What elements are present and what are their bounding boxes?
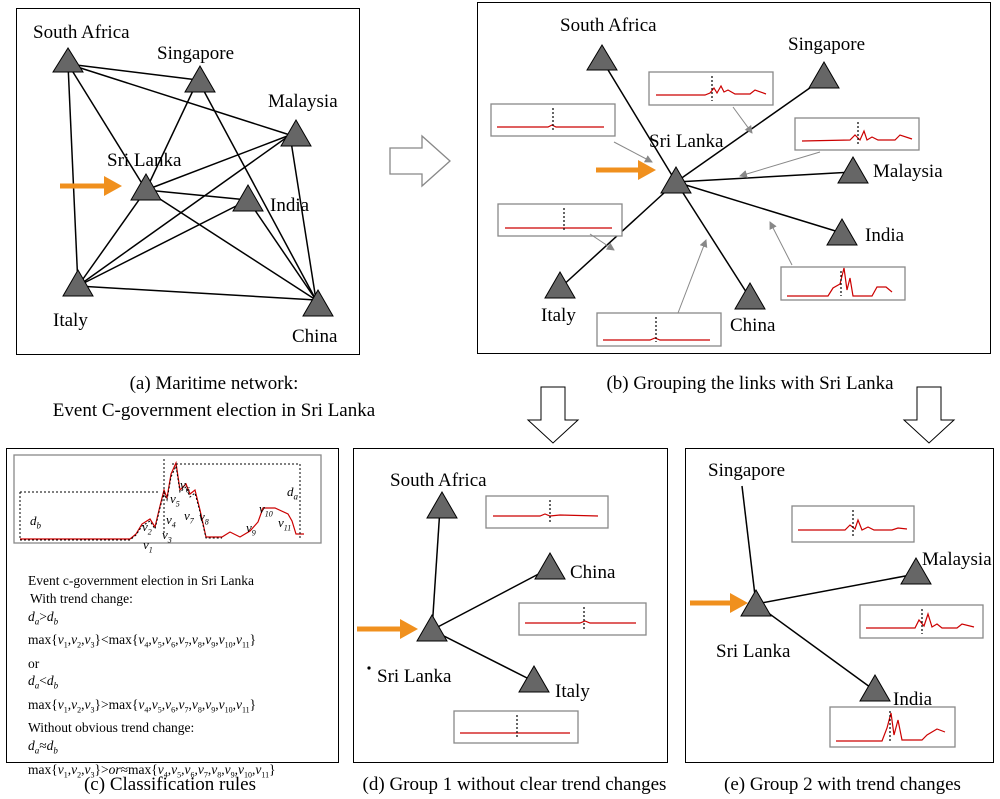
node-marker-singapore [184, 64, 216, 93]
node-label-sri-lanka-d: Sri Lanka [377, 666, 452, 687]
rule-max-gt: max{v1,v2,v3}>max{v4,v5,v6,v7,v8,v9,v10,… [28, 696, 257, 715]
caption-e: (e) Group 2 with trend changes [724, 774, 961, 795]
node-label-india: India [270, 195, 310, 216]
rule-title: Event c-government election in Sri Lanka [28, 573, 255, 588]
node-label-italy-d: Italy [555, 681, 590, 702]
label-db: db [30, 513, 41, 531]
label-v10: v10 [259, 501, 273, 519]
node-label-sri-lanka-b: Sri Lanka [649, 131, 724, 152]
panel-e-node-markers [740, 556, 932, 702]
node-label-china: China [292, 326, 338, 347]
node-marker-sri-lanka [130, 172, 162, 201]
panel-d-node-markers [416, 490, 566, 693]
node-label-china-b: China [730, 315, 776, 336]
classification-rules: Event c-government election in Sri Lanka… [28, 572, 276, 784]
caption-d: (d) Group 1 without clear trend changes [362, 774, 667, 795]
panel-b-focus-arrow [596, 160, 656, 180]
node-label-italy-b: Italy [541, 305, 576, 326]
node-label-south-africa-d: South Africa [390, 470, 487, 491]
rule-max-approx: max{v1,v2,v3}>or≈max{v4,v5,v6,v7,v8,v9,v… [28, 761, 276, 780]
label-v9: v9 [246, 520, 256, 538]
panel-d-sparkline-markers [516, 500, 585, 739]
flow-arrow-b-to-e [902, 386, 956, 444]
panel-e-sparkline-markers [852, 510, 923, 743]
panel-d-focus-arrow [357, 619, 418, 639]
caption-c: (c) Classification rules [83, 774, 256, 795]
node-label-singapore: Singapore [157, 43, 235, 64]
label-v5: v5 [170, 491, 180, 509]
panel-e-focus-arrow [690, 593, 748, 613]
rule-heading-with-trend: With trend change: [30, 590, 133, 606]
label-v3: v3 [162, 527, 172, 545]
node-label-malaysia-b: Malaysia [873, 161, 943, 182]
caption-a: (a) Maritime network: Event C-government… [20, 371, 408, 424]
node-label-south-africa-b: South Africa [560, 15, 657, 36]
node-label-malaysia-e: Malaysia [922, 549, 992, 570]
label-v11: v11 [278, 515, 292, 533]
flow-arrow-a-to-b [389, 134, 451, 188]
rule-da-lt-db: da<db [28, 673, 59, 692]
label-v8: v8 [199, 509, 209, 527]
caption-a-line2: Event C-government election in Sri Lanka [52, 399, 376, 421]
node-label-sri-lanka-e: Sri Lanka [716, 641, 791, 662]
label-da: da [287, 484, 298, 502]
node-label-singapore-e: Singapore [708, 460, 786, 481]
node-marker-china [302, 288, 334, 317]
node-marker-south-africa [52, 47, 84, 73]
node-marker-malaysia [280, 118, 312, 147]
node-marker-india [232, 183, 264, 212]
node-label-india-e: India [893, 689, 933, 710]
node-label-china-d: China [570, 562, 616, 583]
label-v1: v1 [143, 537, 153, 555]
panel-d-sparklines [460, 513, 636, 734]
label-v7: v7 [184, 508, 194, 526]
panel-a-focus-arrow [60, 176, 122, 196]
panel-e-sparkline-frames [791, 505, 984, 748]
rule-or: or [28, 655, 40, 671]
panel-b-node-markers [544, 44, 869, 310]
panel-b-sparkline-markers [552, 76, 859, 342]
panel-e-edges [741, 485, 917, 691]
caption-b: (b) Grouping the links with Sri Lanka [606, 373, 894, 394]
panel-b-sparklines [497, 84, 913, 341]
node-label-malaysia: Malaysia [268, 91, 338, 112]
flow-arrow-b-to-d [526, 386, 580, 444]
label-v2: v2 [142, 519, 152, 537]
rule-heading-without-trend: Without obvious trend change: [28, 720, 195, 736]
node-marker-italy [62, 268, 94, 297]
panel-d-dot [367, 666, 371, 670]
panel-d-edges [431, 507, 551, 683]
panel-a-node-markers [52, 47, 334, 317]
node-label-india-b: India [865, 225, 905, 246]
panel-c-chart [13, 454, 322, 544]
label-v4: v4 [166, 512, 176, 530]
panel-b-sparkline-frames [490, 71, 920, 347]
caption-a-line1: (a) Maritime network: [129, 373, 299, 394]
panel-d-sparkline-frames [453, 495, 647, 744]
rule-max-lt: max{v1,v2,v3}<max{v4,v5,v6,v7,v8,v9,v10,… [28, 632, 257, 650]
node-label-sri-lanka: Sri Lanka [107, 150, 182, 171]
panel-b-connector-arrows [589, 106, 821, 314]
node-label-singapore-b: Singapore [788, 34, 866, 55]
panel-e-sparklines [798, 518, 975, 742]
node-label-south-africa: South Africa [33, 22, 130, 43]
label-v6: v6 [180, 477, 190, 495]
node-label-italy: Italy [53, 310, 88, 331]
rule-da-gt-db: da>db [28, 608, 59, 627]
panel-a-edges [67, 63, 317, 301]
rule-da-approx-db: da≈db [28, 738, 58, 756]
